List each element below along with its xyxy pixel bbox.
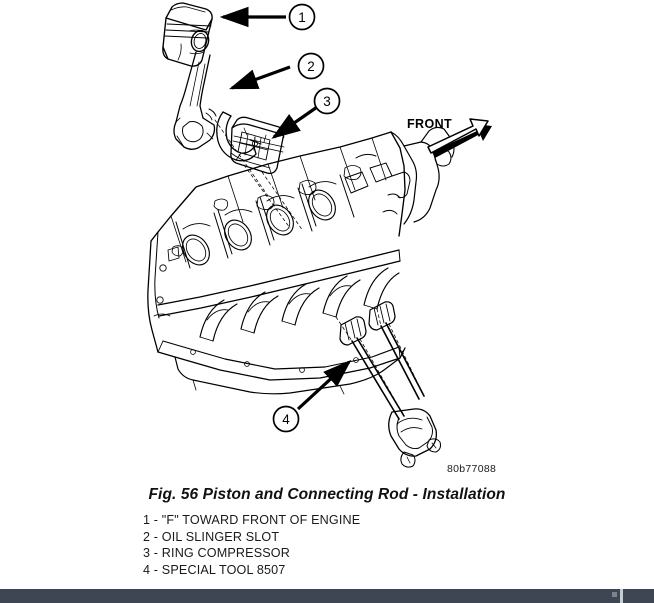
engine-block-part	[147, 126, 455, 395]
tool-alignment-lines	[335, 308, 425, 417]
callout-bubble-3: 3	[313, 87, 341, 115]
callout-1-number: 1	[298, 10, 306, 25]
front-direction-arrow	[427, 118, 492, 158]
figure-caption: Fig. 56 Piston and Connecting Rod - Inst…	[148, 486, 506, 503]
bottom-toolbar-grip[interactable]	[612, 592, 617, 597]
connecting-rod-part	[173, 51, 217, 150]
callout-2-number: 2	[307, 59, 315, 74]
callout-3-leader	[271, 103, 321, 139]
figure-legend: 1 - "F" TOWARD FRONT OF ENGINE 2 - OIL S…	[143, 512, 563, 578]
callout-3-number: 3	[323, 94, 331, 109]
callout-2-leader	[228, 65, 291, 90]
legend-item: 1 - "F" TOWARD FRONT OF ENGINE	[143, 513, 361, 527]
bottom-toolbar-divider	[620, 589, 623, 603]
front-label: FRONT	[407, 117, 452, 131]
figure-illustration: FRONT 1 2 3 4 80b77088	[147, 2, 496, 475]
callout-bubble-2: 2	[297, 52, 325, 80]
installation-axis	[214, 119, 304, 232]
callout-4-number: 4	[282, 412, 290, 427]
callout-4-leader	[296, 359, 352, 411]
figure-part-number: 80b77088	[447, 463, 496, 475]
main-bearing-webs	[199, 267, 400, 342]
legend-item: 2 - OIL SLINGER SLOT	[143, 529, 280, 544]
bottom-toolbar	[0, 589, 654, 603]
piston-part	[162, 2, 213, 67]
callout-bubble-4: 4	[272, 405, 300, 433]
special-tool-8507-part	[339, 301, 441, 468]
callout-bubble-1: 1	[288, 3, 316, 31]
ring-compressor-part	[230, 116, 285, 175]
legend-item: 3 - RING COMPRESSOR	[143, 546, 290, 560]
legend-item: 4 - SPECIAL TOOL 8507	[143, 562, 286, 577]
